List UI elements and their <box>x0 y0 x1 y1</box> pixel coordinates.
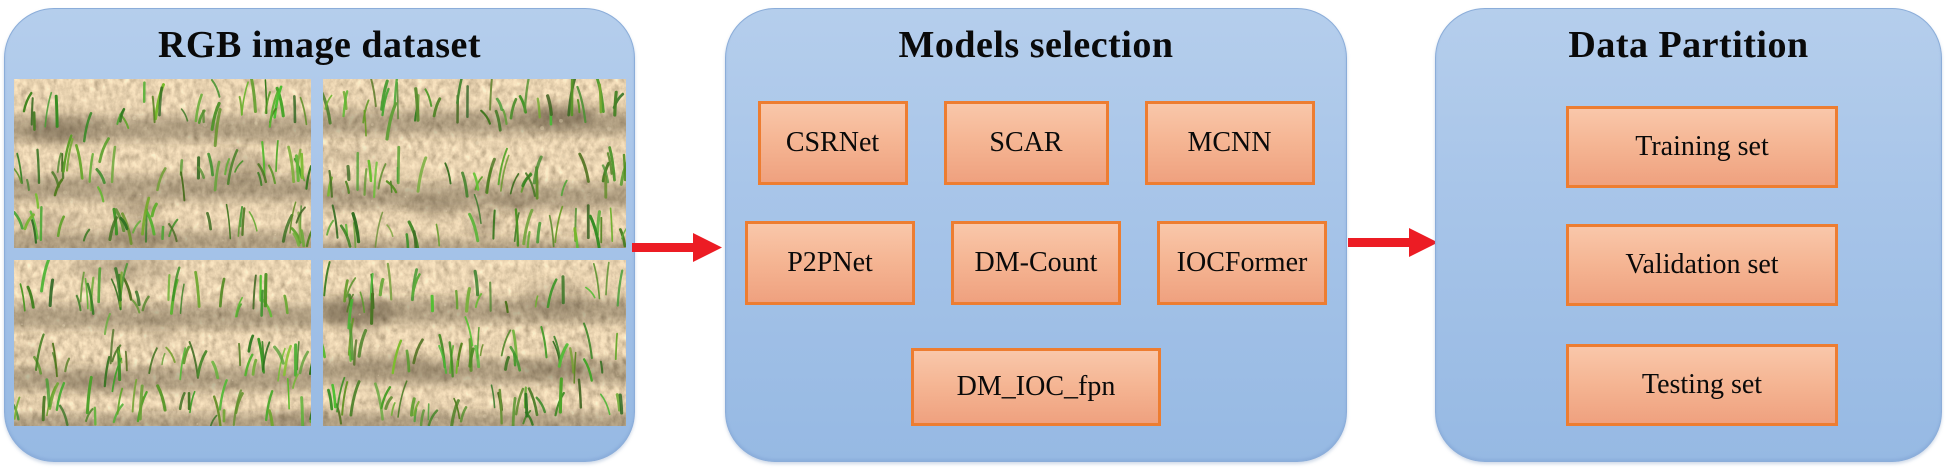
arrow-right-icon <box>632 233 722 262</box>
model-label: DM-Count <box>974 247 1098 278</box>
models-row: P2PNet DM-Count IOCFormer <box>726 221 1346 305</box>
models-row: CSRNet SCAR MCNN <box>726 101 1346 185</box>
set-box-testing: Testing set <box>1566 344 1838 426</box>
model-box-csrnet: CSRNet <box>757 101 908 185</box>
model-box-mcnn: MCNN <box>1144 101 1315 185</box>
model-box-scar: SCAR <box>943 101 1109 185</box>
panel-title-models-selection: Models selection <box>898 24 1174 66</box>
model-label: MCNN <box>1187 127 1272 158</box>
panel-data-partition: Data Partition Training set Validation s… <box>1435 8 1942 462</box>
field-photo <box>323 79 626 248</box>
set-box-training: Training set <box>1566 106 1838 188</box>
model-label: DM_IOC_fpn <box>956 371 1116 402</box>
model-label: IOCFormer <box>1176 247 1308 278</box>
panel-models-selection: Models selection CSRNet SCAR MCNN P2PNet… <box>725 8 1347 462</box>
panel-rgb-image-dataset: RGB image dataset <box>4 8 635 462</box>
model-box-dm-ioc-fpn: DM_IOC_fpn <box>911 348 1161 426</box>
panel-title-rgb-dataset: RGB image dataset <box>157 24 482 66</box>
model-box-p2pnet: P2PNet <box>745 221 915 305</box>
model-label: CSRNet <box>785 127 880 158</box>
models-row: DM_IOC_fpn <box>726 348 1346 426</box>
model-label: SCAR <box>989 127 1063 158</box>
field-photo <box>14 79 311 248</box>
set-label: Training set <box>1635 131 1769 162</box>
field-photo <box>14 260 311 426</box>
panel-title-data-partition: Data Partition <box>1568 24 1809 66</box>
model-label: P2PNet <box>787 247 873 278</box>
set-label: Validation set <box>1625 249 1779 280</box>
field-photo-grid <box>14 79 626 426</box>
set-label: Testing set <box>1641 369 1763 400</box>
field-photo <box>323 260 626 426</box>
set-box-validation: Validation set <box>1566 224 1838 306</box>
model-box-iocformer: IOCFormer <box>1157 221 1327 305</box>
arrow-right-icon <box>1348 228 1438 257</box>
model-box-dm-count: DM-Count <box>951 221 1121 305</box>
